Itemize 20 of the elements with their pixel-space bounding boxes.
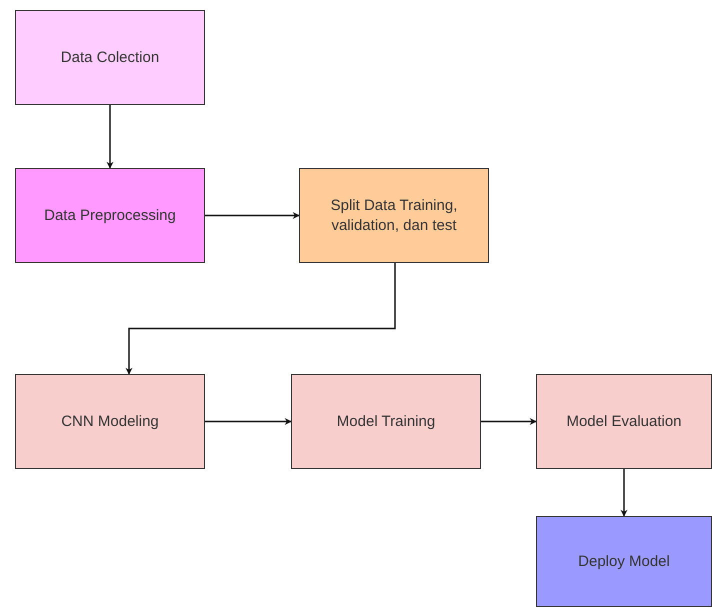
- box-label: Data Colection: [60, 48, 160, 68]
- arrow: [205, 418, 292, 425]
- arrow: [126, 263, 396, 375]
- process-box: [291, 374, 481, 469]
- box-label: Model Training: [336, 412, 436, 432]
- box-label: Data Preprocessing: [43, 206, 177, 226]
- box-label: Model Evaluation: [565, 412, 683, 432]
- arrow: [205, 212, 300, 219]
- arrow: [481, 418, 537, 425]
- arrow: [106, 105, 114, 169]
- box-label: CNN Modeling: [60, 412, 160, 432]
- process-box: [536, 516, 712, 607]
- process-box: [15, 10, 205, 105]
- process-box: [15, 168, 205, 263]
- process-box: [536, 374, 712, 469]
- process-box: [15, 374, 205, 469]
- box-label: Split Data Training, validation, dan test: [330, 196, 458, 235]
- box-label: Deploy Model: [577, 552, 671, 572]
- process-box: [299, 168, 489, 263]
- arrow: [620, 469, 628, 517]
